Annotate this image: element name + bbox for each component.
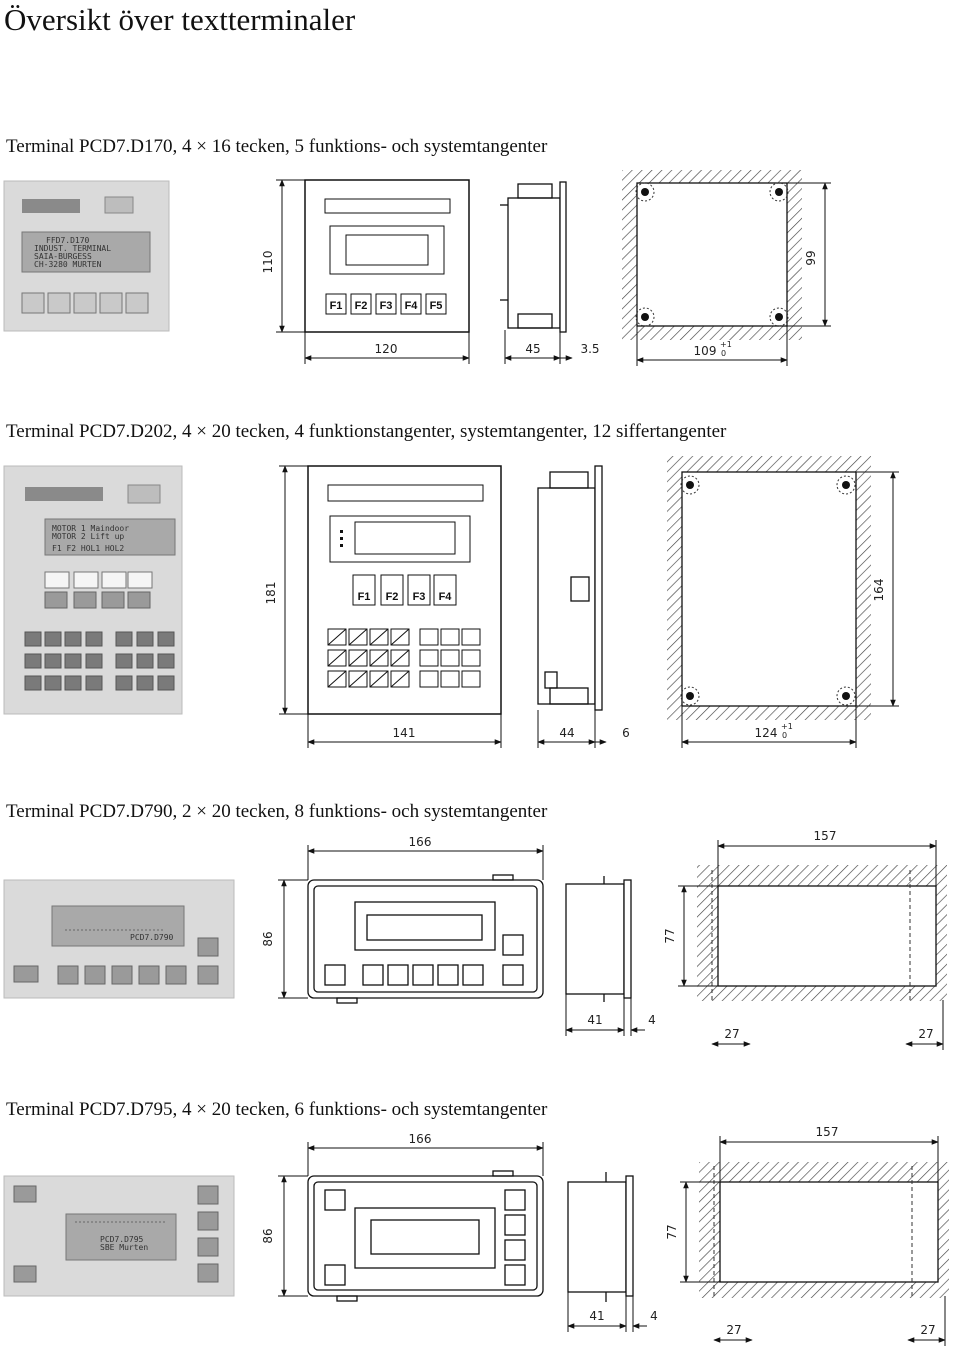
d170-key-f4: F4 [405, 300, 419, 312]
d790-dim-panel: 4 [648, 1013, 656, 1027]
svg-text:MOTOR 1 Maindoor: MOTOR 1 Maindoor [52, 524, 129, 533]
d790-dim-margin-left: 27 [724, 1027, 739, 1041]
d795-panel-cutout [699, 1162, 949, 1298]
d795-dim-cut-width: 157 [816, 1125, 839, 1139]
d202-front-view [307, 465, 502, 715]
d170-front-view [304, 179, 470, 333]
d795-dim-panel: 4 [650, 1309, 658, 1323]
d170-side-view [500, 181, 567, 333]
d202-dim-cut-height: 164 [872, 579, 886, 602]
d790-photo: PCD7.D790 [3, 879, 235, 999]
d795-dim-cut-height: 77 [665, 1224, 679, 1239]
d202-dim-cut-width: 124 [755, 726, 778, 740]
d790-dim-margin-right: 27 [918, 1027, 933, 1041]
d790-dimension-lines [278, 845, 544, 999]
d170-dimension-lines [276, 179, 573, 364]
d202-dimension-lines [279, 465, 607, 748]
svg-text:SBE Murten: SBE Murten [100, 1243, 148, 1252]
d170-dim-cut-width: 109 [694, 344, 717, 358]
d795-side-view [567, 1172, 634, 1302]
d790-dim-width: 166 [409, 835, 432, 849]
d202-side-view [537, 465, 603, 711]
d170-photo: FFD7.D170 INDUST. TERMINAL SAIA-BURGESS … [3, 180, 170, 332]
d790-front-view [307, 874, 544, 1004]
d795-dim-width: 166 [409, 1132, 432, 1146]
d202-key-f2: F2 [386, 591, 399, 603]
section-title-d202: Terminal PCD7.D202, 4 × 20 tecken, 4 fun… [6, 421, 727, 442]
section-title-d790: Terminal PCD7.D790, 2 × 20 tecken, 8 fun… [6, 801, 548, 822]
d202-key-f1: F1 [358, 591, 371, 603]
d170-panel-cutout [622, 170, 802, 340]
d202-panel-cutout [667, 456, 871, 720]
d170-dim-cut-height: 99 [804, 250, 818, 265]
d170-key-f2: F2 [355, 300, 368, 312]
svg-text:PCD7.D795: PCD7.D795 [100, 1235, 144, 1244]
d795-photo: PCD7.D795 SBE Murten [3, 1175, 235, 1297]
d170-key-f5: F5 [430, 300, 443, 312]
d795-front-view [307, 1170, 544, 1302]
d170-dim-depth: 45 [525, 342, 540, 356]
d170-dim-height: 110 [261, 251, 275, 274]
d202-tol-minus: 0 [782, 731, 787, 740]
section-title-d795: Terminal PCD7.D795, 4 × 20 tecken, 6 fun… [6, 1099, 548, 1120]
d795-dimension-lines [278, 1142, 544, 1297]
d795-dim-depth: 41 [589, 1309, 604, 1323]
d202-dim-width: 141 [393, 726, 416, 740]
page-title: Översikt över textterminaler [4, 2, 356, 37]
d170-tol-plus: +1 [720, 340, 732, 349]
svg-text:F1 F2 HOL1 HOL2: F1 F2 HOL1 HOL2 [52, 544, 124, 553]
d202-key-f4: F4 [439, 591, 453, 603]
d170-tol-minus: 0 [721, 349, 726, 358]
d170-dim-width: 120 [375, 342, 398, 356]
svg-text:FFD7.D170: FFD7.D170 [46, 236, 90, 245]
d795-dim-height: 86 [261, 1228, 275, 1243]
d795-dim-margin-right: 27 [920, 1323, 935, 1337]
svg-text:SAIA-BURGESS: SAIA-BURGESS [34, 252, 92, 261]
d790-side-view [565, 876, 632, 1002]
d202-dim-panel: 6 [622, 726, 630, 740]
d790-dim-height: 86 [261, 931, 275, 946]
d790-dim-cut-height: 77 [663, 928, 677, 943]
d170-dim-panel: 3.5 [580, 342, 599, 356]
d790-dim-depth: 41 [587, 1013, 602, 1027]
d202-dim-height: 181 [264, 582, 278, 605]
d202-dim-depth: 44 [559, 726, 574, 740]
d202-key-f3: F3 [413, 591, 426, 603]
svg-text:CH-3280 MURTEN: CH-3280 MURTEN [34, 260, 102, 269]
d170-key-f3: F3 [380, 300, 393, 312]
svg-text:PCD7.D790: PCD7.D790 [130, 933, 174, 942]
d202-photo: MOTOR 1 Maindoor MOTOR 2 Lift up F1 F2 H… [3, 465, 183, 715]
d170-key-f1: F1 [330, 300, 343, 312]
d202-tol-plus: +1 [781, 722, 793, 731]
d790-panel-cutout [697, 865, 947, 1001]
d795-dim-margin-left: 27 [726, 1323, 741, 1337]
d790-dim-cut-width: 157 [814, 829, 837, 843]
svg-text:MOTOR 2 Lift up: MOTOR 2 Lift up [52, 532, 124, 541]
section-title-d170: Terminal PCD7.D170, 4 × 16 tecken, 5 fun… [6, 136, 548, 157]
svg-text:INDUST. TERMINAL: INDUST. TERMINAL [34, 244, 111, 253]
